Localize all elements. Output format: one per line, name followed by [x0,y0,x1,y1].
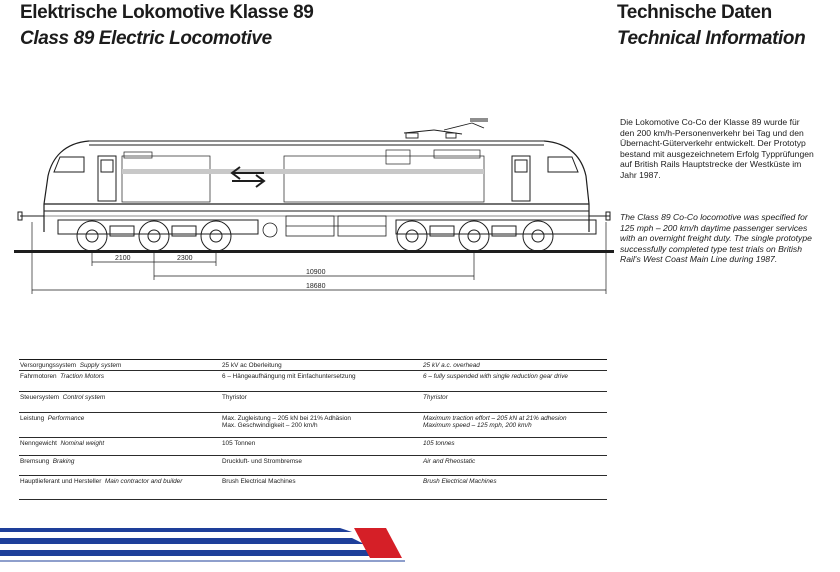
spec-label-en: Performance [47,414,85,422]
spec-value-de: 6 – Hängeaufhängung mit Einfachuntersetz… [221,369,422,392]
spec-value-en: Air and Rheostatic [422,454,607,476]
bogie-left [57,219,259,252]
spec-label: Hauptlieferant und Hersteller Main contr… [19,474,221,500]
description-english: The Class 89 Co-Co locomotive was specif… [620,212,812,265]
spec-value-en: Brush Electrical Machines [422,474,607,500]
spec-row-traction: Fahrmotoren Traction Motors 6 – Hängeauf… [19,369,607,392]
spec-value-en: Maximum traction effort – 205 kN at 21% … [422,411,607,438]
technical-heading-german: Technische Daten [617,2,772,23]
spec-value-de: Brush Electrical Machines [221,474,422,500]
specifications-table: Versorgungssystem Supply system 25 kV ac… [19,359,607,500]
pantograph [403,118,488,139]
spec-row-weight: Nenngewicht Nominal weight 105 Tonnen 10… [19,436,607,456]
spec-label: Nenngewicht Nominal weight [19,436,221,456]
rail [14,250,614,253]
spec-row-performance: Leistung Performance Max. Zugleistung – … [19,411,607,438]
british-rail-logo [230,166,266,188]
underframe-equipment [262,215,387,238]
spec-value-en-line: Maximum speed – 125 mph, 200 km/h [423,422,532,430]
spec-label-de: Leistung [20,414,45,422]
title-german: Elektrische Lokomotive Klasse 89 [20,2,314,23]
stripe-red [354,528,402,558]
dimension-18680: 18680 [306,283,326,290]
spec-value-de-line: Max. Zugleistung – 205 kN bei 21% Adhäsi… [222,414,351,422]
dimension-2300: 2300 [177,255,193,262]
spec-row-braking: Bremsung Braking Druckluft- und Strombre… [19,454,607,476]
spec-value-en: 105 tonnes [422,436,607,456]
stripe-blue-mid [0,538,364,544]
dimension-10900: 10900 [306,269,326,276]
spec-label-de: Versorgungssystem [20,362,77,369]
spec-label-en: Nominal weight [60,439,105,447]
spec-row-supply: Versorgungssystem Supply system 25 kV ac… [19,359,607,371]
spec-value-de: Max. Zugleistung – 205 kN bei 21% Adhäsi… [221,411,422,438]
spec-label-en: Control system [62,393,106,401]
technical-heading-english: Technical Information [617,28,806,49]
spec-value-en: Thyristor [422,390,607,413]
spec-value-de: 105 Tonnen [221,436,422,456]
spec-label-de: Bremsung [20,457,50,465]
livery-stripes [0,528,405,562]
dimension-2100: 2100 [115,255,131,262]
spec-label-en: Traction Motors [60,372,105,380]
spec-value-en: 25 kV a.c. overhead [422,359,607,371]
spec-label: Leistung Performance [19,411,221,438]
spec-label-de: Nenngewicht [20,439,57,447]
locomotive-drawing: 2100 2300 10900 18680 [14,118,614,294]
spec-value-de-line: Max. Geschwindigkeit – 200 km/h [222,422,318,430]
spec-value-de: Thyristor [221,390,422,413]
spec-value-de: 25 kV ac Oberleitung [221,359,422,371]
dimension-lines [31,222,607,294]
spec-row-builder: Hauptlieferant und Hersteller Main contr… [19,474,607,500]
bogie-right [395,219,597,252]
stripe-blue-top [0,528,352,532]
spec-label-en: Main contractor and builder [104,477,183,485]
spec-value-de: Druckluft- und Strombremse [221,454,422,476]
spec-value-en: 6 – fully suspended with single reductio… [422,369,607,392]
spec-label-en: Supply system [79,362,122,369]
spec-label: Versorgungssystem Supply system [19,359,221,371]
spec-label: Steuersystem Control system [19,390,221,413]
spec-value-en-line: Maximum traction effort – 205 kN at 21% … [423,414,567,422]
stripe-blue-low [0,550,374,556]
spec-label-en: Braking [52,457,75,465]
title-english: Class 89 Electric Locomotive [20,28,272,49]
spec-row-control: Steuersystem Control system Thyristor Th… [19,390,607,413]
spec-label: Fahrmotoren Traction Motors [19,369,221,392]
spec-label-de: Fahrmotoren [20,372,57,380]
spec-label-de: Hauptlieferant und Hersteller [20,477,102,485]
spec-label-de: Steuersystem [20,393,60,401]
spec-label: Bremsung Braking [19,454,221,476]
description-german: Die Lokomotive Co-Co der Klasse 89 wurde… [620,117,814,180]
